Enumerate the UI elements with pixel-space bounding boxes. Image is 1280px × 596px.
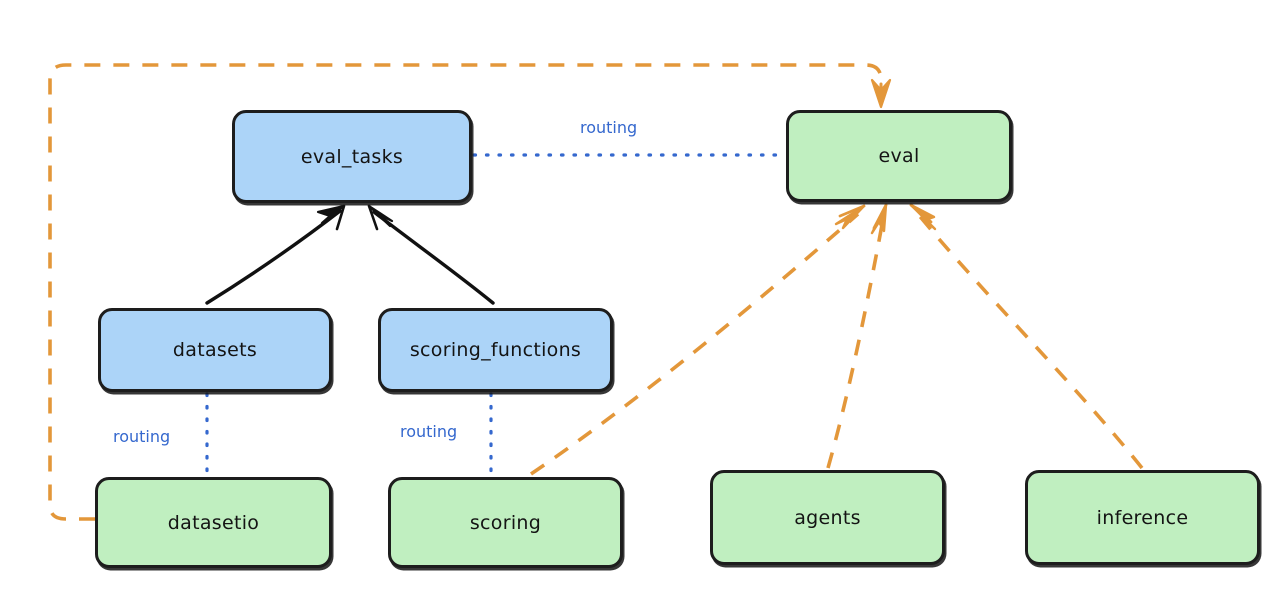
node-scoring[interactable]: scoring: [388, 477, 623, 568]
node-agents[interactable]: agents: [710, 470, 945, 565]
node-label: eval_tasks: [300, 145, 404, 168]
edge-scoring-functions-eval-tasks: [367, 204, 495, 305]
node-label: scoring_functions: [409, 339, 582, 361]
node-label: agents: [794, 506, 861, 529]
node-label: scoring: [469, 511, 542, 534]
node-inference[interactable]: inference: [1025, 470, 1260, 565]
node-scoring-functions[interactable]: scoring_functions: [378, 308, 613, 392]
node-label: inference: [1096, 506, 1189, 529]
node-label: datasets: [172, 339, 258, 361]
edge-label-routing-scoring: routing: [400, 422, 458, 441]
node-eval-tasks[interactable]: eval_tasks: [232, 110, 472, 203]
edge-label-routing-eval: routing: [580, 118, 638, 137]
node-eval[interactable]: eval: [786, 110, 1012, 202]
edge-inference-eval: [909, 203, 1144, 470]
node-label: datasetio: [167, 511, 260, 534]
node-datasetio[interactable]: datasetio: [95, 477, 332, 568]
edge-datasets-eval-tasks: [205, 204, 346, 305]
node-datasets[interactable]: datasets: [98, 308, 332, 392]
edge-label-routing-datasetio: routing: [113, 427, 171, 446]
node-label: eval: [878, 145, 920, 167]
edge-agents-eval: [826, 203, 888, 469]
